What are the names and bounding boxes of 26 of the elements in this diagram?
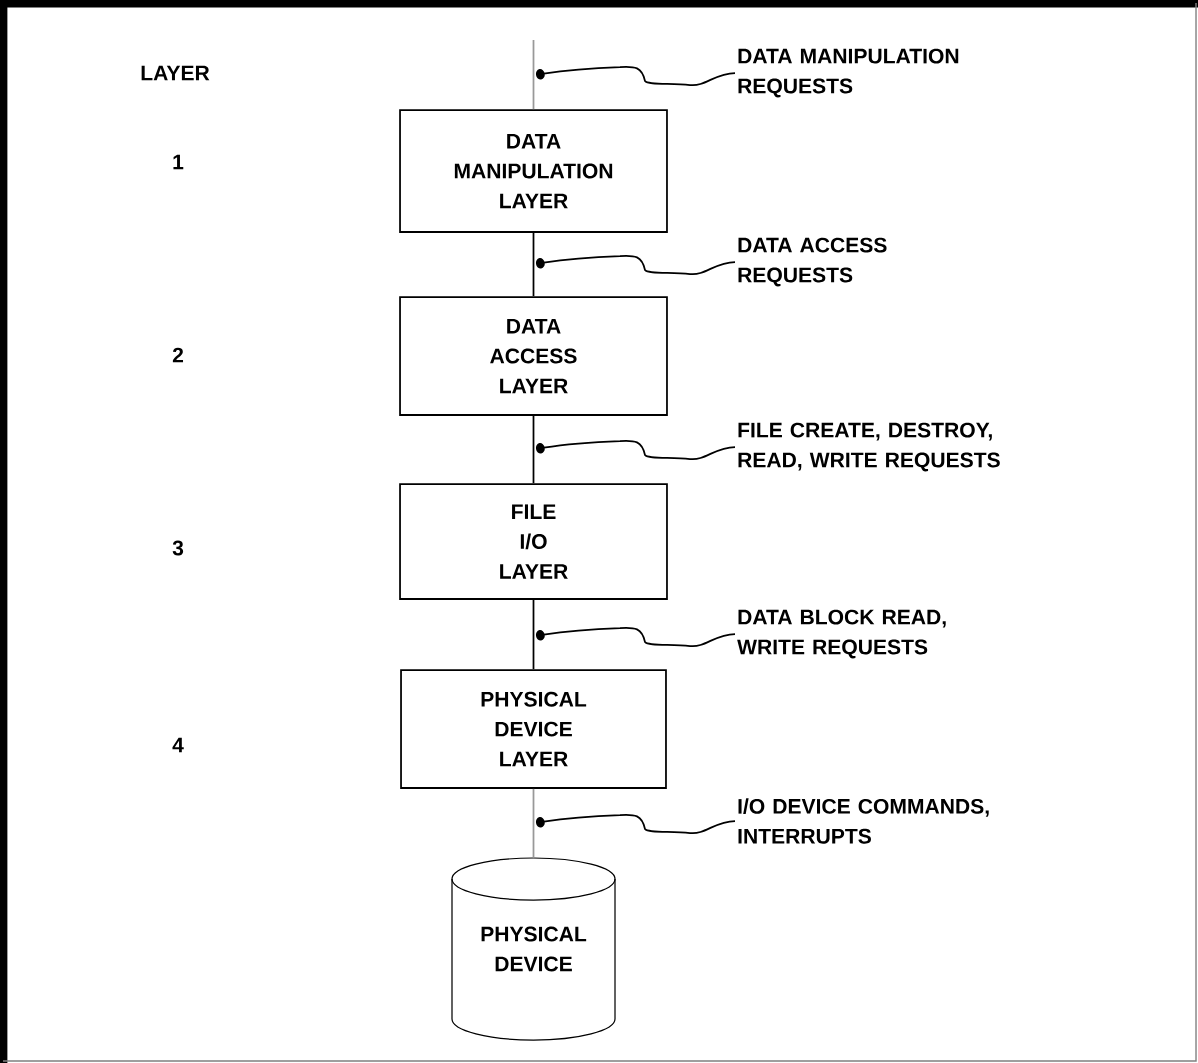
leader-line xyxy=(535,254,736,276)
layer-box: FILE I/O LAYER xyxy=(399,483,668,600)
layer-number: 3 xyxy=(172,540,184,556)
storage-cylinder: PHYSICAL DEVICE xyxy=(451,857,616,1041)
layer-box: DATA ACCESS LAYER xyxy=(399,296,668,416)
layer-number: 2 xyxy=(172,347,183,363)
leader-line xyxy=(535,626,736,648)
request-label: I/O DEVICE COMMANDS, INTERRUPTS xyxy=(738,798,989,844)
request-label: DATA ACCESS REQUESTS xyxy=(738,237,887,287)
request-label: FILE CREATE, DESTROY, READ, WRITE REQUESTS xyxy=(738,422,1000,472)
node-label: PHYSICAL DEVICE xyxy=(481,926,587,972)
connector-line xyxy=(532,788,535,859)
layer-number: 1 xyxy=(173,154,184,170)
layer-box: DATA MANIPULATION LAYER xyxy=(399,109,668,233)
leader-line xyxy=(535,65,736,87)
layer-heading: LAYER xyxy=(141,65,210,81)
leader-line xyxy=(535,813,736,835)
request-label: DATA MANIPULATION REQUESTS xyxy=(738,48,959,98)
connector-line xyxy=(532,39,535,111)
connector-line xyxy=(532,415,535,484)
request-label: DATA BLOCK READ, WRITE REQUESTS xyxy=(737,609,946,659)
leader-line xyxy=(535,439,736,461)
connector-line xyxy=(532,232,535,297)
layer-number: 4 xyxy=(172,737,184,753)
connector-line xyxy=(532,599,535,671)
layer-box: PHYSICAL DEVICE LAYER xyxy=(400,669,667,789)
